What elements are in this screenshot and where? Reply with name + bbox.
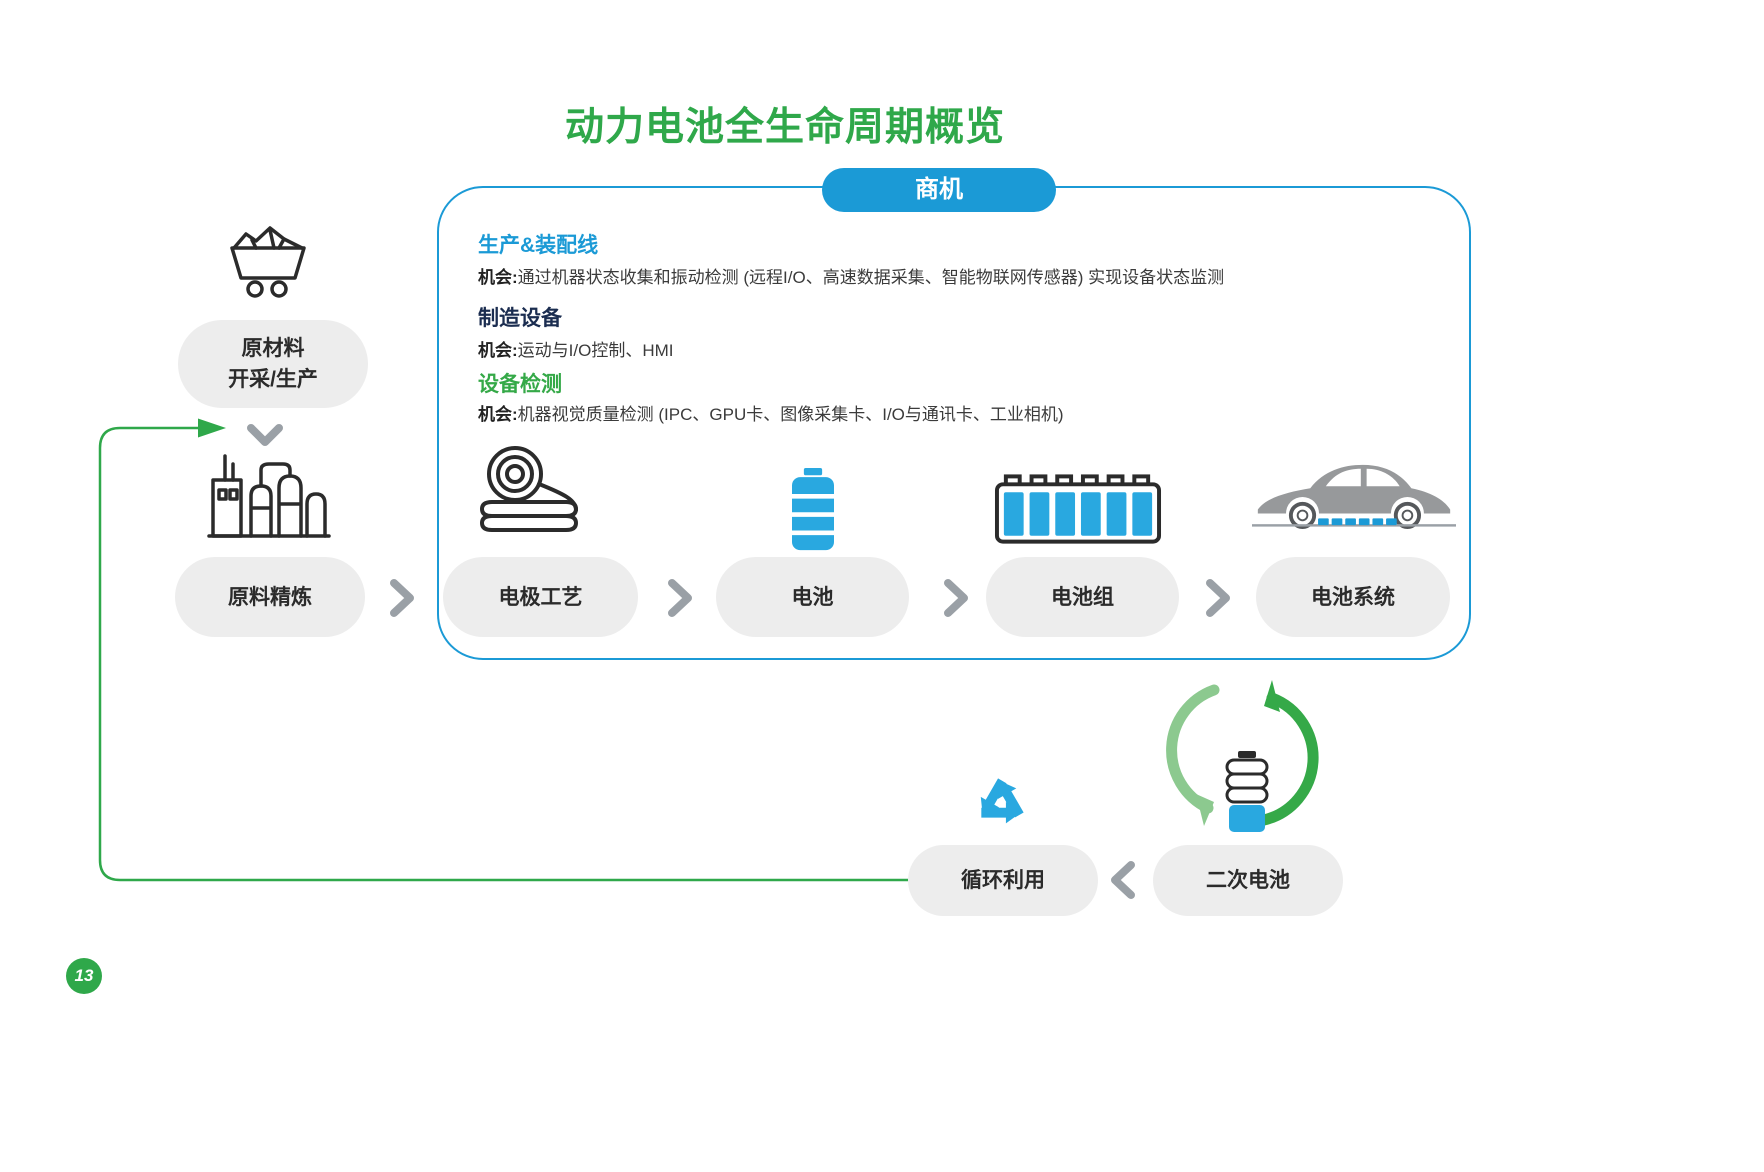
- stage-label: 电池组: [1051, 585, 1114, 609]
- section-heading-manufacturing-equipment: 制造设备: [478, 307, 562, 330]
- battery-cell-icon: [792, 468, 834, 551]
- arrowhead-right-icon: [198, 418, 226, 438]
- section-body-equipment-inspection: 机会:机器视觉质量检测 (IPC、GPU卡、图像采集卡、I/O与通讯卡、工业相机…: [478, 400, 1064, 425]
- opportunity-label: 机会:: [478, 405, 518, 424]
- battery-pack-icon: [994, 474, 1162, 544]
- electrode-coil-icon: [479, 446, 579, 532]
- opportunity-text: 通过机器状态收集和振动检测 (远程I/O、高速数据采集、智能物联网传感器) 实现…: [517, 268, 1225, 287]
- chevron-right-icon: [390, 579, 414, 617]
- stage-label: 循环利用: [961, 869, 1045, 892]
- cycle-arrows-icon: [1166, 680, 1319, 826]
- ev-car-icon: [1252, 464, 1456, 530]
- opportunity-label: 机会:: [478, 268, 518, 287]
- mining-cart-icon: [230, 226, 306, 298]
- stage-second-life: 二次电池: [1153, 845, 1343, 916]
- section-body-production-line: 机会:通过机器状态收集和振动检测 (远程I/O、高速数据采集、智能物联网传感器)…: [478, 263, 1224, 288]
- opportunity-text: 运动与I/O控制、HMI: [517, 341, 674, 360]
- stage-recycling: 循环利用: [908, 845, 1098, 916]
- section-heading-equipment-inspection: 设备检测: [478, 373, 562, 396]
- section-body-manufacturing-equipment: 机会:运动与I/O控制、HMI: [478, 336, 674, 361]
- stage-electrode-process: 电极工艺: [443, 557, 638, 637]
- second-life-battery-icon: [1225, 751, 1269, 832]
- section-heading-production-line: 生产&装配线: [478, 234, 599, 257]
- recycle-icon: [980, 778, 1024, 824]
- stage-pack: 电池组: [986, 557, 1179, 637]
- chevron-right-icon: [668, 579, 692, 617]
- chevron-right-icon: [944, 579, 968, 617]
- stage-label-line2: 开采/生产: [228, 368, 318, 391]
- stage-label: 电极工艺: [498, 585, 583, 609]
- stage-refining: 原料精炼: [175, 557, 365, 637]
- stage-label: 电池: [791, 585, 834, 609]
- stage-cell: 电池: [716, 557, 909, 637]
- refinery-icon: [207, 454, 331, 538]
- opportunity-tab: 商机: [822, 168, 1056, 212]
- chevron-down-icon: [247, 424, 283, 446]
- opportunity-text: 机器视觉质量检测 (IPC、GPU卡、图像采集卡、I/O与通讯卡、工业相机): [517, 405, 1064, 424]
- stage-raw-material: 原材料 开采/生产: [178, 320, 368, 408]
- stage-label-line1: 原材料: [241, 337, 305, 360]
- page-number-badge: 13: [66, 958, 102, 994]
- stage-label: 电池系统: [1311, 585, 1395, 609]
- stage-battery-system: 电池系统: [1256, 557, 1450, 637]
- chevron-left-icon: [1111, 861, 1135, 899]
- page-title: 动力电池全生命周期概览: [564, 106, 1005, 149]
- stage-label: 二次电池: [1206, 869, 1290, 892]
- opportunity-label: 机会:: [478, 341, 518, 360]
- stage-label: 原料精炼: [228, 585, 312, 609]
- chevron-right-icon: [1206, 579, 1230, 617]
